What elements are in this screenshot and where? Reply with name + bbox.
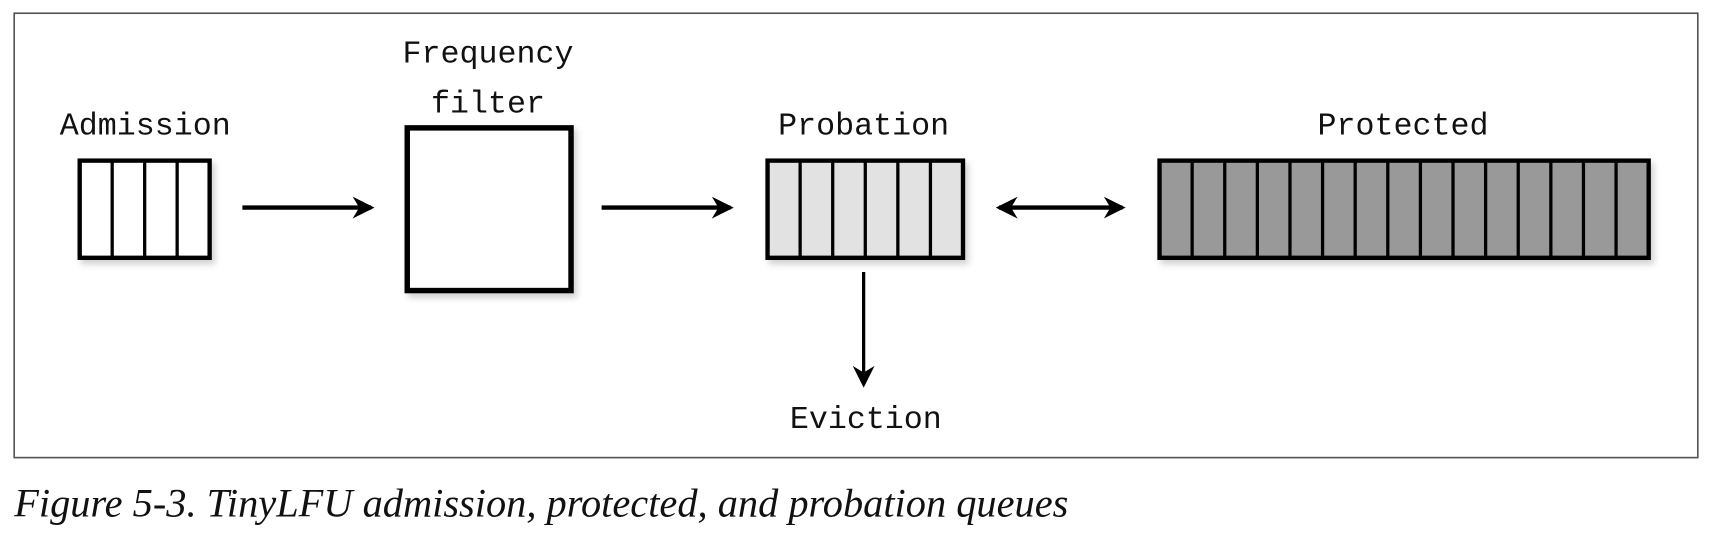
probation-label: Probation bbox=[778, 108, 949, 144]
eviction-label: Eviction bbox=[790, 402, 942, 438]
protected-queue bbox=[1157, 158, 1651, 260]
protected-label: Protected bbox=[1318, 108, 1489, 144]
protected-queue-box bbox=[1157, 158, 1651, 260]
frequency-filter-label-line1: Frequency bbox=[403, 36, 574, 72]
frequency-filter-label-line2: filter bbox=[431, 87, 545, 123]
probation-queue bbox=[765, 158, 966, 260]
figure-caption: Figure 5-3. TinyLFU admission, protected… bbox=[13, 481, 1068, 526]
admission-queue bbox=[77, 158, 212, 260]
admission-label: Admission bbox=[60, 108, 231, 144]
frequency-filter-box bbox=[404, 125, 574, 294]
